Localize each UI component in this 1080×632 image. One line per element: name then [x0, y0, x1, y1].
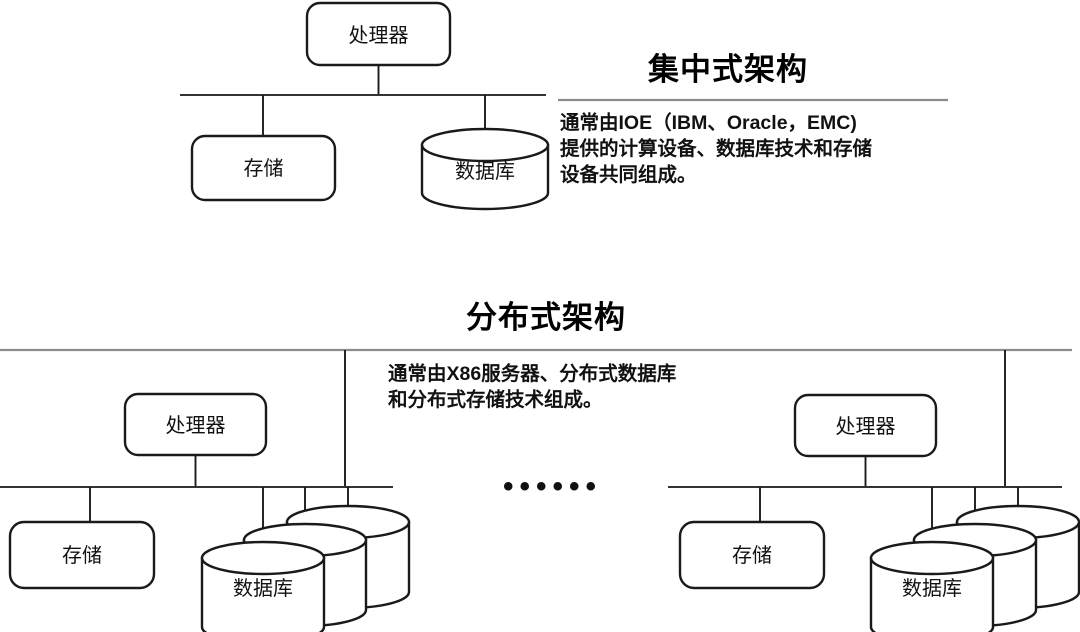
cluster-ellipsis: ••••••: [503, 470, 603, 503]
distributed-left-database-front: 数据库: [200, 540, 326, 632]
centralized-database-node: 数据库: [420, 127, 550, 211]
distributed-right-storage-node: 存储: [678, 520, 826, 590]
distributed-title: 分布式架构: [466, 300, 626, 335]
distributed-description-line-2: 和分布式存储技术组成。: [388, 389, 603, 411]
centralized-processor-node: 处理器: [305, 1, 452, 67]
distributed-right-storage-box: [678, 520, 826, 590]
distributed-left-processor-label: 处理器: [166, 414, 226, 437]
distributed-left-storage-node: 存储: [8, 520, 156, 590]
distributed-left-database-label: 数据库: [233, 577, 293, 600]
centralized-description-line-2: 提供的计算设备、数据库技术和存储: [560, 138, 873, 160]
distributed-right-processor-label: 处理器: [836, 415, 896, 438]
centralized-description-line-3: 设备共同组成。: [560, 164, 697, 186]
centralized-storage-box: [190, 134, 337, 202]
distributed-right-processor-node: 处理器: [793, 393, 938, 458]
distributed-left-storage-box: [8, 520, 156, 590]
distributed-right-database-label: 数据库: [902, 577, 962, 600]
distributed-right-database-front-top: [869, 540, 995, 576]
centralized-storage-node: 存储: [190, 134, 337, 202]
distributed-left-processor-node: 处理器: [123, 392, 268, 457]
centralized-processor-label: 处理器: [349, 24, 409, 47]
distributed-description-line-1: 通常由X86服务器、分布式数据库: [388, 363, 677, 385]
centralized-database-top: [420, 127, 550, 163]
centralized-database-body: [420, 143, 550, 211]
distributed-left-database-front-top: [200, 540, 326, 576]
distributed-right-storage-label: 存储: [732, 544, 772, 567]
distributed-right-database-front: 数据库: [869, 540, 995, 632]
centralized-description-line-1: 通常由IOE（IBM、Oracle，EMC): [560, 112, 857, 134]
centralized-storage-label: 存储: [244, 157, 284, 180]
centralized-title: 集中式架构: [648, 52, 808, 87]
centralized-database-label: 数据库: [455, 160, 515, 183]
distributed-left-storage-label: 存储: [62, 544, 102, 567]
